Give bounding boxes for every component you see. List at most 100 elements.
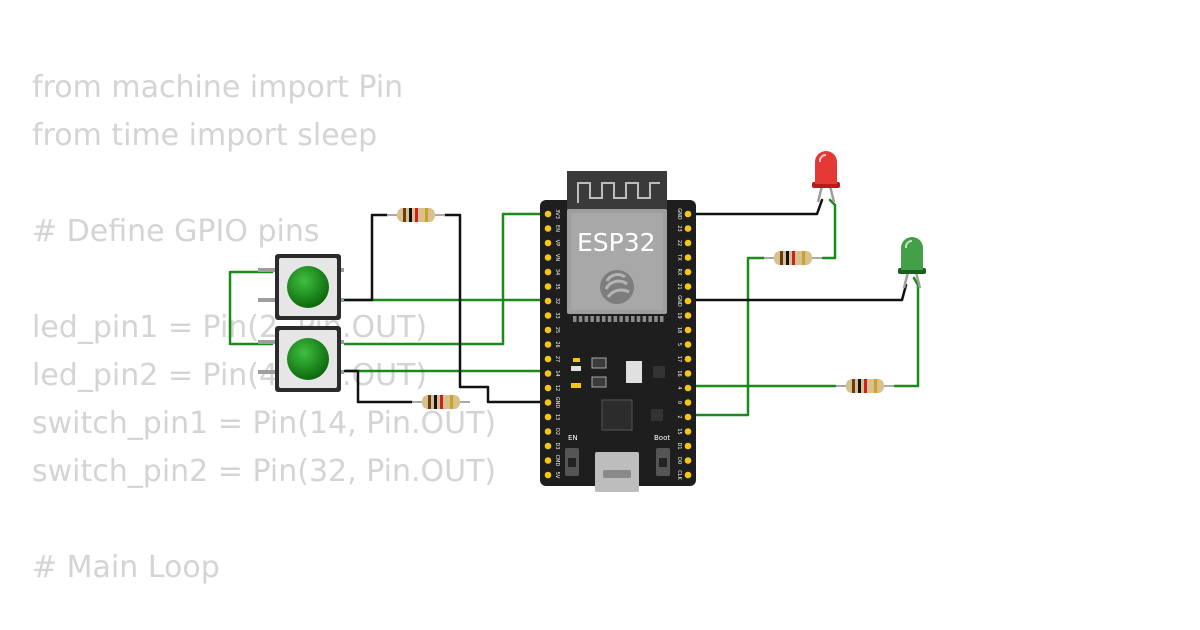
pin-pad[interactable] xyxy=(544,341,552,348)
pin-pad[interactable] xyxy=(544,312,552,319)
pin-pad[interactable] xyxy=(544,297,552,305)
pin-pad[interactable] xyxy=(684,341,692,348)
pin-pad[interactable] xyxy=(544,413,552,421)
shield-pad xyxy=(642,316,647,322)
left-pin-header: 3V3ENVPVN343532332526271412GND13D2D3CMD5… xyxy=(544,209,560,479)
regulator xyxy=(591,357,607,369)
pin-pad[interactable] xyxy=(544,210,552,218)
shield-pad xyxy=(607,316,612,322)
pin-label: CLK xyxy=(676,470,682,480)
pin-label: 5 xyxy=(676,343,682,346)
wire-button2-to-resistor-bottom[interactable] xyxy=(343,369,414,404)
pin-pad[interactable] xyxy=(684,471,692,479)
pin-label: 14 xyxy=(554,370,560,376)
pin-pad[interactable] xyxy=(684,268,692,276)
pin-pad[interactable] xyxy=(544,225,552,232)
pin-label: D1 xyxy=(676,442,682,449)
wire-button1-to-resistor-top[interactable] xyxy=(343,213,389,302)
pin-pad[interactable] xyxy=(544,254,552,261)
antenna-module xyxy=(567,171,667,213)
pin-label: 3V3 xyxy=(554,209,560,219)
resistor-red-led[interactable] xyxy=(764,251,822,265)
pin-pad[interactable] xyxy=(544,370,552,377)
wire-button1-to-button2[interactable] xyxy=(228,270,274,346)
resistor-top[interactable] xyxy=(387,208,445,222)
pin-pad[interactable] xyxy=(544,457,552,464)
shield-pad xyxy=(613,316,618,322)
en-label: EN xyxy=(568,434,578,442)
pin-label: TX xyxy=(676,253,682,261)
pin-pad[interactable] xyxy=(684,326,692,334)
regulator xyxy=(591,376,607,388)
pin-pad[interactable] xyxy=(684,254,692,261)
pin-pad[interactable] xyxy=(684,384,692,392)
pin-label: 13 xyxy=(554,414,560,420)
wire-gnd-to-red-led[interactable] xyxy=(686,198,824,216)
pin-label: VN xyxy=(554,254,560,261)
pin-pad[interactable] xyxy=(684,312,692,319)
led-green[interactable] xyxy=(898,237,926,289)
pin-pad[interactable] xyxy=(684,225,692,232)
pin-pad[interactable] xyxy=(684,239,692,247)
pin-pad[interactable] xyxy=(544,239,552,247)
wire-gnd-to-green-led[interactable] xyxy=(686,283,908,302)
shield-pad xyxy=(584,316,589,322)
pin-pad[interactable] xyxy=(684,428,692,435)
pin-pad[interactable] xyxy=(684,283,692,290)
led-red[interactable] xyxy=(812,151,840,203)
pin-pad[interactable] xyxy=(684,399,692,406)
esp32-board[interactable]: ESP32 3V3ENVPVN343532332526271412GND13D2… xyxy=(540,171,696,492)
pin-pad[interactable] xyxy=(544,471,552,479)
shield-pads xyxy=(573,316,664,322)
pin-label: 34 xyxy=(554,269,560,275)
resistor-bottom[interactable] xyxy=(412,395,470,409)
pin-pad[interactable] xyxy=(684,210,692,218)
usb-uart-chip xyxy=(601,399,633,431)
pushbutton-1[interactable] xyxy=(258,254,344,320)
wire-red-led-to-resistor[interactable] xyxy=(821,198,837,260)
pin-label: D0 xyxy=(676,457,682,464)
pin-pad[interactable] xyxy=(684,355,692,363)
pin-pad[interactable] xyxy=(544,355,552,363)
pin-label: 19 xyxy=(676,312,682,318)
pin-pad[interactable] xyxy=(544,384,552,392)
pin-pad[interactable] xyxy=(684,370,692,377)
wire-resistor-to-green-led[interactable] xyxy=(893,276,920,388)
pin-pad[interactable] xyxy=(684,457,692,464)
pin-label: GND xyxy=(554,397,560,409)
pin-pad[interactable] xyxy=(544,428,552,435)
boot-label: Boot xyxy=(654,434,670,442)
smd-component xyxy=(626,361,642,383)
pin-pad[interactable] xyxy=(544,326,552,334)
pin-pad[interactable] xyxy=(684,413,692,421)
pin-pad[interactable] xyxy=(544,442,552,450)
shield-pad xyxy=(636,316,641,322)
pin-label: 23 xyxy=(676,225,682,231)
smd-ic xyxy=(653,366,665,378)
pin-pad[interactable] xyxy=(544,399,552,406)
shield-pad xyxy=(619,316,623,322)
resistor-green-led[interactable] xyxy=(836,379,894,393)
pin-label: 12 xyxy=(554,385,560,391)
board-title: ESP32 xyxy=(577,228,656,257)
pin-pad[interactable] xyxy=(544,283,552,290)
shield-pad xyxy=(660,316,664,322)
pin-pad[interactable] xyxy=(544,268,552,276)
pin-label: 25 xyxy=(554,327,560,333)
pin-pad[interactable] xyxy=(684,297,692,305)
shield-pad xyxy=(596,316,600,322)
smd-ic xyxy=(651,409,663,421)
code-line: # Main Loop xyxy=(32,550,220,585)
wire-resistor-to-pin2[interactable] xyxy=(686,256,766,417)
wire-3v3-to-button2[interactable] xyxy=(343,212,550,346)
pin-label: 5V xyxy=(554,472,560,479)
pushbutton-2[interactable] xyxy=(258,326,344,392)
code-line: from time import sleep xyxy=(32,118,378,153)
wire-resistor-top-to-gnd[interactable] xyxy=(443,213,550,404)
pin-label: EN xyxy=(554,225,560,232)
pin-pad[interactable] xyxy=(684,442,692,450)
pin-label: D3 xyxy=(554,442,560,449)
shield-pad xyxy=(625,316,629,322)
